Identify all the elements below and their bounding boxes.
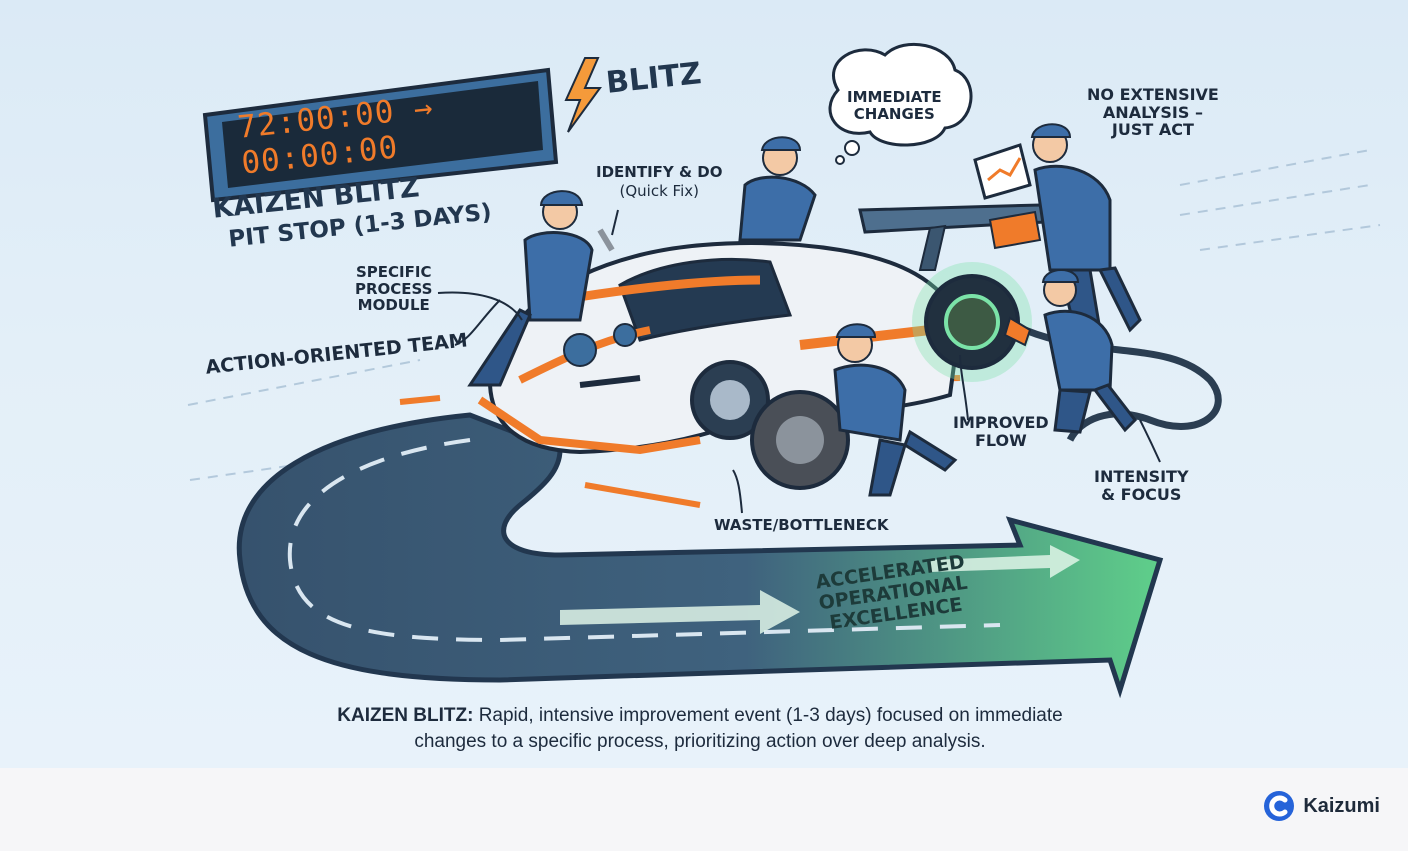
- caption: KAIZEN BLITZ: Rapid, intensive improveme…: [250, 703, 1150, 755]
- label-improved-flow: IMPROVED FLOW: [953, 413, 1049, 450]
- road: [236, 412, 1164, 699]
- mechanic-tire-changer: [833, 323, 958, 497]
- caption-line-1: Rapid, intensive improvement event (1-3 …: [478, 705, 1063, 726]
- label-immediate-changes: IMMEDIATE CHANGES: [847, 88, 942, 123]
- caption-line-2: changes to a specific process, prioritiz…: [414, 731, 986, 752]
- tablet-chart-icon: [973, 143, 1032, 200]
- kaizumi-logo-icon: [1264, 791, 1295, 821]
- caption-term: KAIZEN BLITZ:: [337, 705, 474, 726]
- label-intensity-focus: INTENSITY & FOCUS: [1094, 467, 1189, 504]
- label-identify-do: IDENTIFY & DO (Quick Fix): [596, 163, 723, 200]
- glowing-tire: [912, 262, 1032, 382]
- mechanic-fuel: [1003, 269, 1137, 434]
- timer-display: [202, 67, 559, 203]
- label-no-analysis: NO EXTENSIVE ANALYSIS – JUST ACT: [1087, 85, 1219, 140]
- brand-name: Kaizumi: [1303, 794, 1380, 817]
- thought-bubble: [828, 42, 973, 165]
- mechanic-right-tablet: [973, 123, 1142, 333]
- pit-stop-scene: [187, 42, 1381, 699]
- leader-lines: [437, 209, 1161, 514]
- lightning-icon: [564, 57, 602, 133]
- mechanic-left: [467, 190, 615, 387]
- label-specific-process: SPECIFIC PROCESS MODULE: [355, 263, 433, 314]
- label-waste-bottleneck: WASTE/BOTTLENECK: [714, 516, 889, 534]
- footer-bar: Kaizumi: [0, 768, 1408, 851]
- gear-icon: [563, 323, 637, 367]
- brand[interactable]: Kaizumi: [1263, 790, 1380, 822]
- illustration: 72:00:00 → 00:00:00 BLITZ KAIZEN BLITZ P…: [0, 0, 1408, 768]
- wrench-icon: [597, 228, 615, 252]
- mechanic-top: [738, 136, 817, 242]
